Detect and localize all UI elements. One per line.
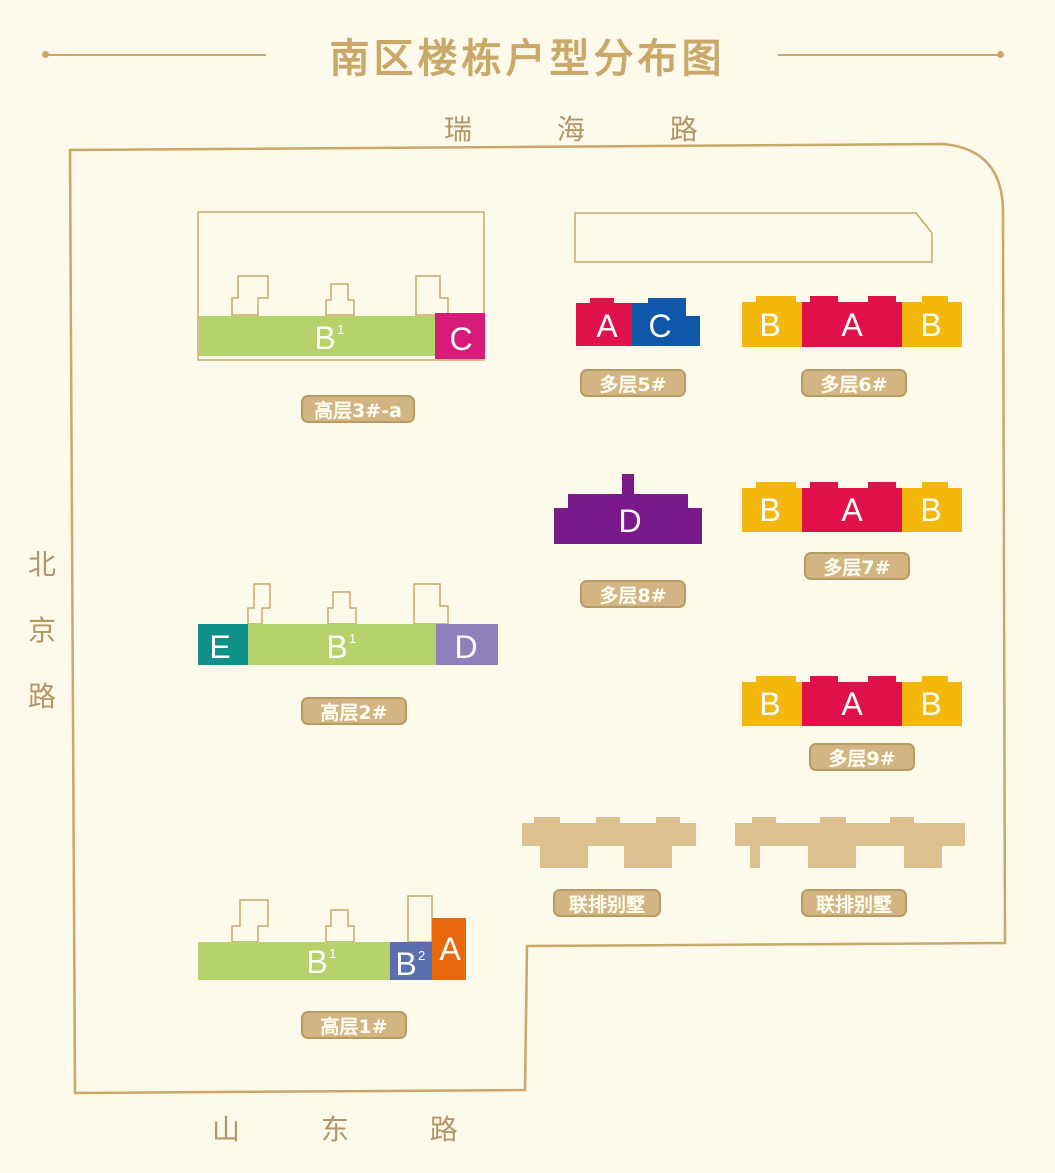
page-title: 南区楼栋户型分布图 bbox=[329, 36, 726, 82]
title-dot-left bbox=[42, 51, 49, 58]
unit-b1[interactable] bbox=[198, 942, 390, 980]
core-outline bbox=[231, 899, 269, 943]
unit-b2[interactable] bbox=[390, 942, 432, 980]
unit-b-left[interactable] bbox=[742, 676, 802, 726]
unit-b-left[interactable] bbox=[742, 482, 802, 532]
unit-b1-sup: 1 bbox=[349, 631, 356, 646]
core-outline bbox=[327, 591, 357, 625]
tag-multi-7[interactable]: 多层7# bbox=[804, 552, 910, 580]
unit-b-right[interactable] bbox=[902, 296, 962, 347]
unit-b1[interactable] bbox=[248, 624, 436, 665]
podium-outline bbox=[197, 211, 485, 361]
core-outline bbox=[407, 895, 433, 943]
road-top-label: 瑞 海 路 bbox=[444, 113, 736, 146]
unit-b1[interactable] bbox=[199, 316, 435, 356]
unit-d-label: D bbox=[618, 503, 641, 539]
outline-building-top bbox=[574, 212, 933, 263]
unit-c-label: C bbox=[449, 321, 472, 357]
tag-villa-left[interactable]: 联排别墅 bbox=[553, 889, 661, 917]
core-outline bbox=[231, 275, 269, 316]
core-outline bbox=[325, 909, 355, 943]
unit-e-label: E bbox=[209, 629, 230, 665]
unit-b-right-label: B bbox=[920, 492, 941, 528]
unit-b1-sup: 1 bbox=[329, 946, 336, 961]
unit-d[interactable] bbox=[554, 474, 702, 544]
unit-b1-label: B bbox=[306, 944, 327, 980]
tag-villa-right[interactable]: 联排别墅 bbox=[801, 889, 907, 917]
unit-b-left[interactable] bbox=[742, 296, 802, 347]
unit-a-label: A bbox=[596, 308, 618, 344]
tag-multi-6[interactable]: 多层6# bbox=[801, 369, 907, 397]
core-outline bbox=[325, 283, 355, 316]
tag-multi-5[interactable]: 多层5# bbox=[580, 369, 686, 397]
unit-a[interactable] bbox=[802, 482, 902, 532]
tag-multi-9[interactable]: 多层9# bbox=[809, 743, 915, 771]
unit-b-right-label: B bbox=[920, 686, 941, 722]
unit-c[interactable] bbox=[632, 298, 700, 346]
unit-c[interactable] bbox=[435, 313, 485, 359]
site-boundary bbox=[68, 142, 1007, 1095]
unit-a-label: A bbox=[841, 686, 863, 722]
building-multi-9[interactable]: B A B bbox=[742, 676, 962, 726]
unit-b-left-label: B bbox=[759, 686, 780, 722]
unit-b-left-label: B bbox=[759, 307, 780, 343]
title-dot-right bbox=[997, 51, 1004, 58]
unit-a-label: A bbox=[841, 307, 863, 343]
unit-a[interactable] bbox=[576, 298, 632, 346]
unit-b2-sup: 2 bbox=[418, 948, 425, 963]
unit-b-right[interactable] bbox=[902, 482, 962, 532]
unit-d-label: D bbox=[454, 629, 477, 665]
tag-high-1[interactable]: 高层1# bbox=[301, 1011, 407, 1039]
building-villa-left[interactable] bbox=[522, 817, 696, 868]
core-outline bbox=[415, 275, 449, 316]
unit-c-label: C bbox=[648, 308, 671, 344]
unit-b1-label: B bbox=[314, 320, 335, 356]
tag-high-3a[interactable]: 高层3#-a bbox=[301, 395, 415, 423]
unit-a-label: A bbox=[439, 931, 461, 967]
title-line-left bbox=[44, 54, 266, 56]
unit-e[interactable] bbox=[198, 624, 248, 665]
tag-multi-8[interactable]: 多层8# bbox=[580, 580, 686, 608]
building-high-2[interactable]: E B 1 D bbox=[198, 583, 498, 665]
core-outline bbox=[413, 583, 449, 625]
title-line-right bbox=[778, 54, 1000, 56]
core-outline bbox=[247, 583, 271, 625]
unit-b2-label: B bbox=[395, 946, 416, 982]
unit-b1-label: B bbox=[326, 629, 347, 665]
road-left-label: 北京路 bbox=[27, 548, 56, 713]
unit-b1-sup: 1 bbox=[337, 322, 344, 337]
tag-high-2[interactable]: 高层2# bbox=[301, 697, 407, 725]
building-villa-right[interactable] bbox=[735, 817, 965, 868]
building-multi-6[interactable]: B A B bbox=[742, 296, 962, 347]
building-high-1[interactable]: B 1 B 2 A bbox=[198, 895, 466, 982]
building-high-3a[interactable]: B 1 C bbox=[197, 211, 485, 361]
unit-a[interactable] bbox=[802, 296, 902, 347]
unit-b-left-label: B bbox=[759, 492, 780, 528]
unit-a[interactable] bbox=[432, 918, 466, 980]
unit-a-label: A bbox=[841, 492, 863, 528]
building-multi-5[interactable]: A C bbox=[576, 298, 700, 346]
unit-b-right-label: B bbox=[920, 307, 941, 343]
unit-a[interactable] bbox=[802, 676, 902, 726]
building-multi-7[interactable]: B A B bbox=[742, 482, 962, 532]
road-bottom-label: 山 东 路 bbox=[212, 1113, 494, 1146]
building-multi-8[interactable]: D bbox=[554, 474, 702, 544]
unit-d[interactable] bbox=[436, 624, 498, 665]
unit-b-right[interactable] bbox=[902, 676, 962, 726]
